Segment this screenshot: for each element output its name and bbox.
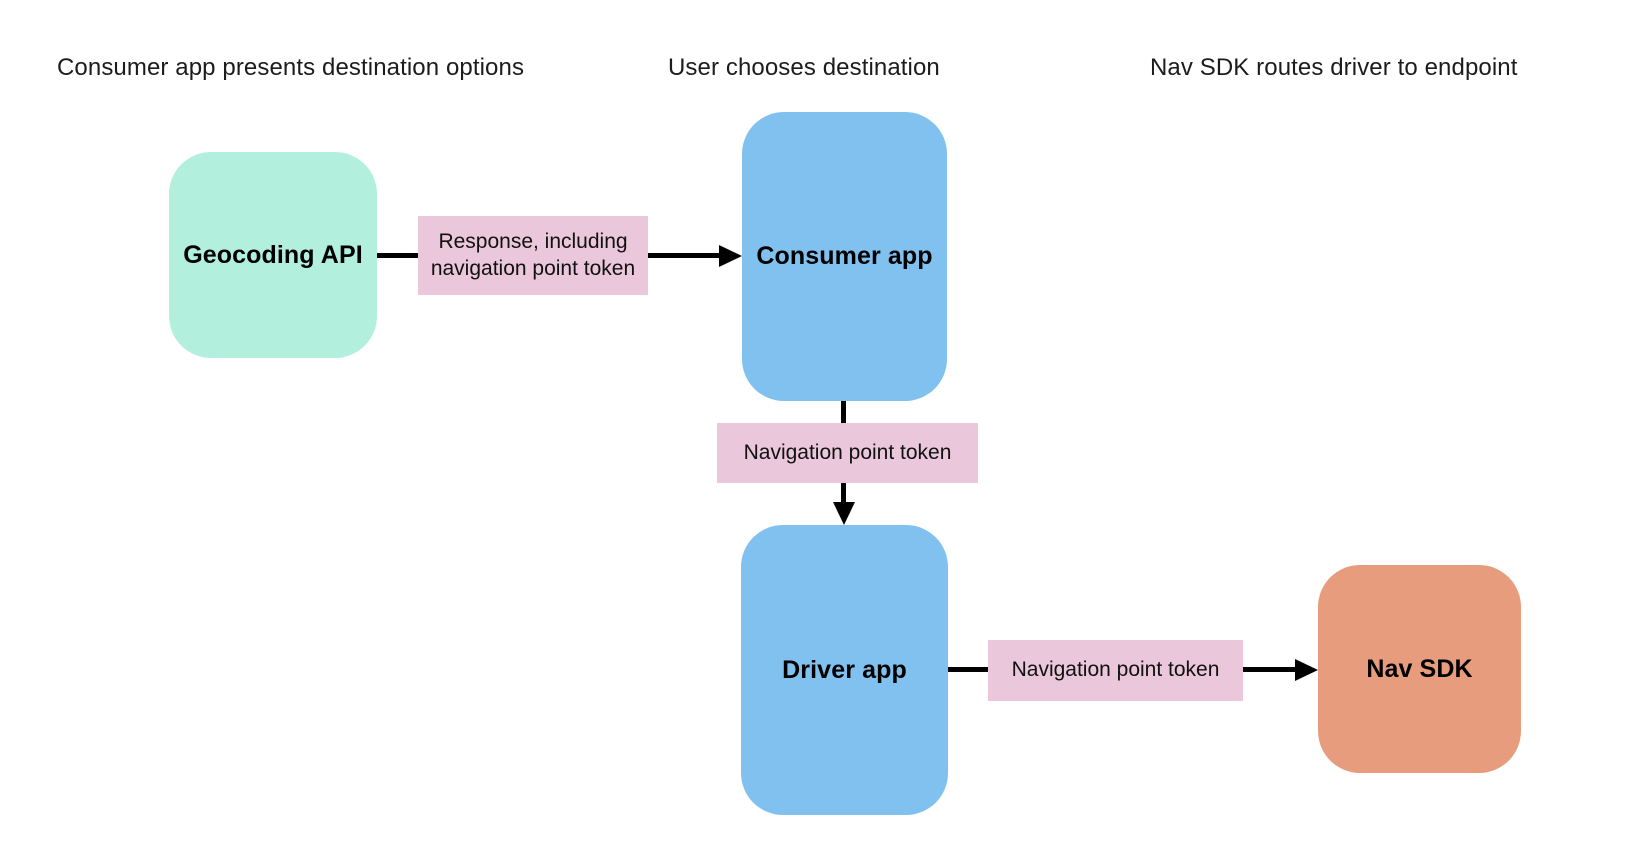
node-nav-sdk: Nav SDK — [1318, 565, 1521, 773]
arrowhead-right-icon — [719, 245, 742, 267]
node-label-nav-sdk: Nav SDK — [1366, 654, 1473, 683]
stage-header-nav-sdk-routes: Nav SDK routes driver to endpoint — [1150, 54, 1518, 81]
edge-label-response-token: Response, including navigation point tok… — [418, 216, 648, 295]
node-consumer-app: Consumer app — [742, 112, 947, 401]
node-label-geocoding-api: Geocoding API — [183, 240, 363, 269]
stage-header-consumer-presents: Consumer app presents destination option… — [57, 54, 525, 81]
edge-label-navigation-point-token-2: Navigation point token — [988, 640, 1243, 701]
arrowhead-right-icon — [1295, 659, 1318, 681]
edge-label-navigation-point-token-1: Navigation point token — [717, 423, 978, 483]
node-label-driver-app: Driver app — [782, 655, 907, 684]
arrowhead-down-icon — [833, 502, 855, 525]
stage-header-user-chooses: User chooses destination — [668, 54, 940, 81]
node-geocoding-api: Geocoding API — [169, 152, 377, 358]
node-driver-app: Driver app — [741, 525, 948, 815]
node-label-consumer-app: Consumer app — [756, 242, 933, 270]
